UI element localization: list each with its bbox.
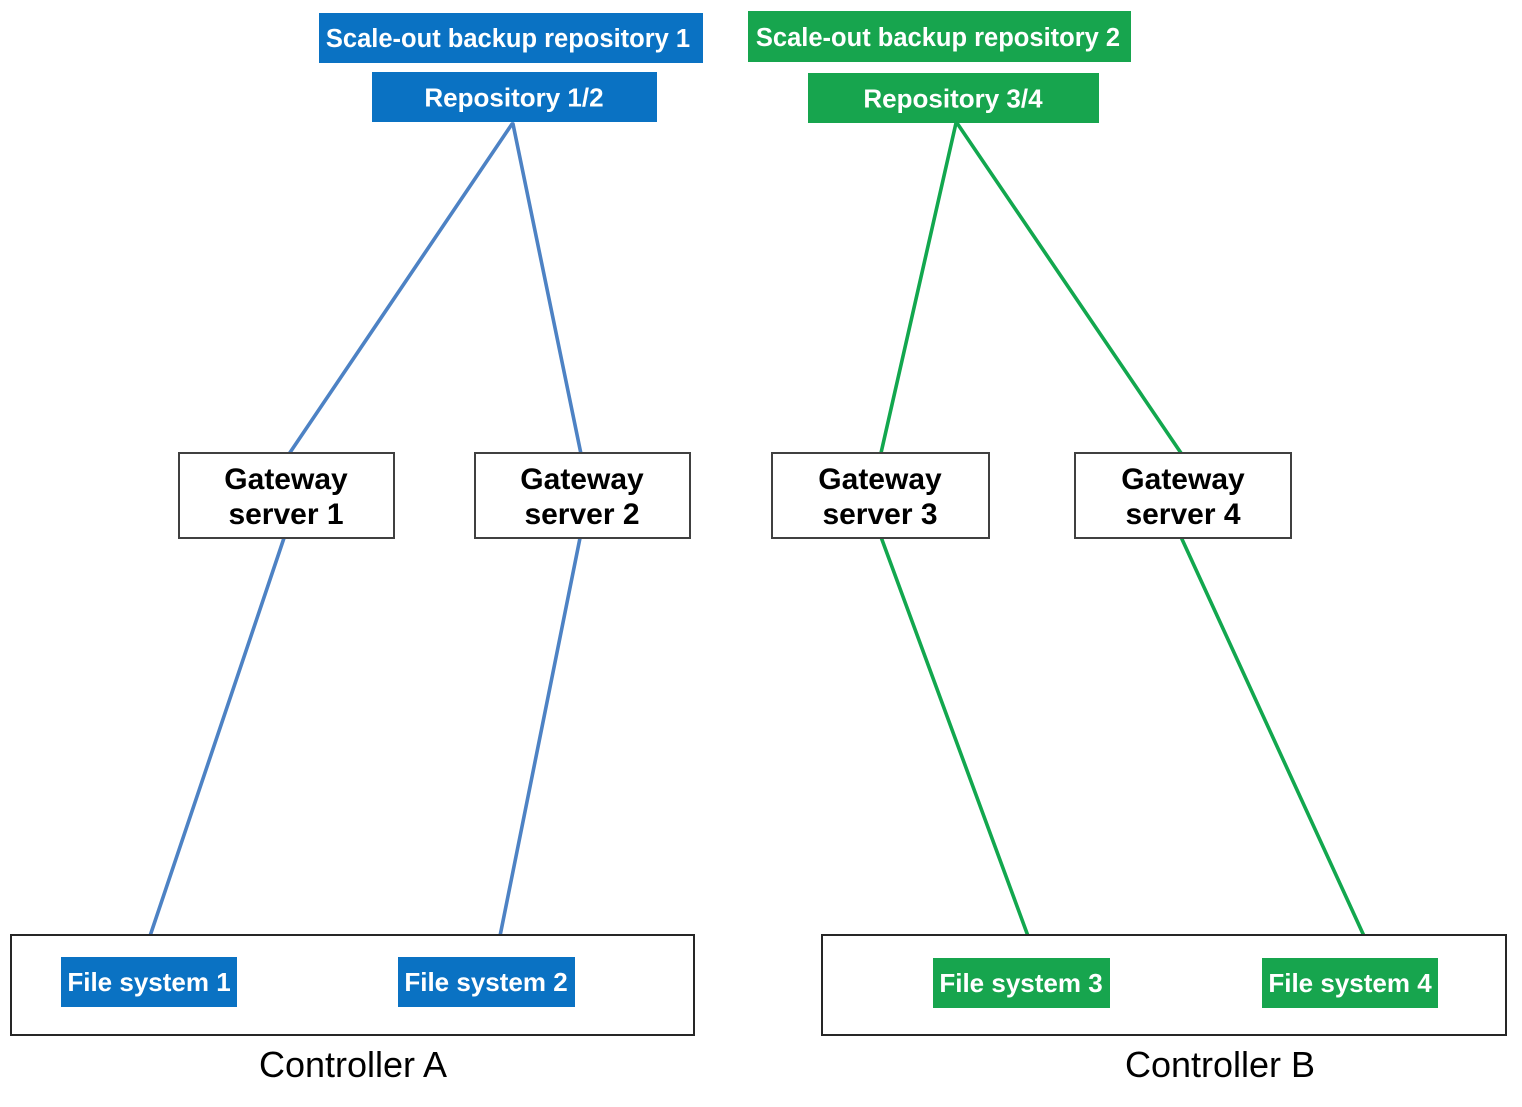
svg-text:server 3: server 3	[822, 498, 937, 531]
svg-text:server 2: server 2	[524, 498, 639, 531]
svg-text:Scale-out backup repository 1: Scale-out backup repository 1	[326, 25, 690, 53]
svg-text:server 1: server 1	[228, 498, 343, 531]
svg-text:Gateway: Gateway	[520, 463, 644, 496]
svg-text:File system 1: File system 1	[67, 967, 230, 997]
svg-text:Gateway: Gateway	[818, 463, 942, 496]
svg-text:server 4: server 4	[1125, 498, 1240, 531]
svg-text:Repository 3/4: Repository 3/4	[863, 84, 1043, 114]
svg-text:Gateway: Gateway	[224, 463, 348, 496]
svg-text:Controller A: Controller A	[259, 1044, 447, 1085]
svg-text:File system 2: File system 2	[404, 967, 567, 997]
svg-text:File system 3: File system 3	[939, 968, 1102, 998]
svg-text:Scale-out backup repository 2: Scale-out backup repository 2	[756, 24, 1120, 52]
svg-text:Repository 1/2: Repository 1/2	[424, 83, 603, 113]
svg-text:Controller B: Controller B	[1125, 1044, 1315, 1085]
svg-text:Gateway: Gateway	[1121, 463, 1245, 496]
svg-text:File system 4: File system 4	[1268, 968, 1432, 998]
